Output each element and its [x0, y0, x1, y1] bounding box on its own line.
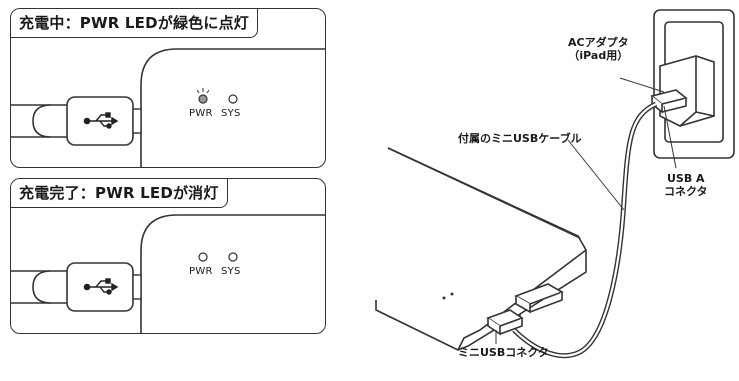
complete-panel-title: 充電完了：PWR LEDが消灯: [11, 179, 228, 208]
charging-panel-title: 充電中：PWR LEDが緑色に点灯: [11, 9, 258, 38]
usb-plug-tip: [132, 108, 142, 134]
ac-adapter-label: ACアダプタ: [568, 36, 629, 49]
complete-panel: 充電完了：PWR LEDが消灯 PWR SYS: [10, 178, 326, 334]
battery-device-icon: [375, 147, 587, 351]
led-lit-icon: [196, 88, 210, 104]
led-pwr-label: PWR: [189, 266, 213, 277]
led-indicators: [442, 292, 454, 300]
led-off-icon: [228, 94, 238, 104]
ac-adapter-sublabel: （iPad用）: [568, 49, 629, 62]
led-pwr-label: PWR: [189, 108, 213, 119]
usb-a-plug: [650, 89, 688, 114]
led-off-icon: [228, 252, 238, 262]
ac-adapter-icon: [659, 55, 715, 127]
mini-usb-callout: ミニUSBコネクタ: [458, 346, 549, 359]
usb-icon: [83, 278, 119, 295]
usb-a-sublabel: コネクタ: [664, 185, 708, 198]
led-off-icon: [198, 252, 208, 262]
complete-illustration: [11, 214, 325, 333]
usb-a-callout: USB A コネクタ: [664, 172, 708, 198]
ac-adapter-callout: ACアダプタ （iPad用）: [568, 36, 629, 62]
mini-usb-connector: [486, 283, 564, 336]
device-body: [140, 214, 325, 333]
charging-illustration: [11, 48, 325, 167]
usb-a-label: USB A: [666, 172, 705, 185]
led-sys-label: SYS: [221, 266, 241, 277]
device-body: [140, 48, 325, 167]
charging-panel: 充電中：PWR LEDが緑色に点灯 PWR SYS: [10, 8, 326, 168]
usb-icon: [83, 112, 119, 129]
led-sys-label: SYS: [221, 108, 241, 119]
cable-callout: 付属のミニUSBケーブル: [458, 132, 582, 145]
callout-lines: [495, 77, 677, 344]
usb-plug-tip: [132, 274, 142, 300]
